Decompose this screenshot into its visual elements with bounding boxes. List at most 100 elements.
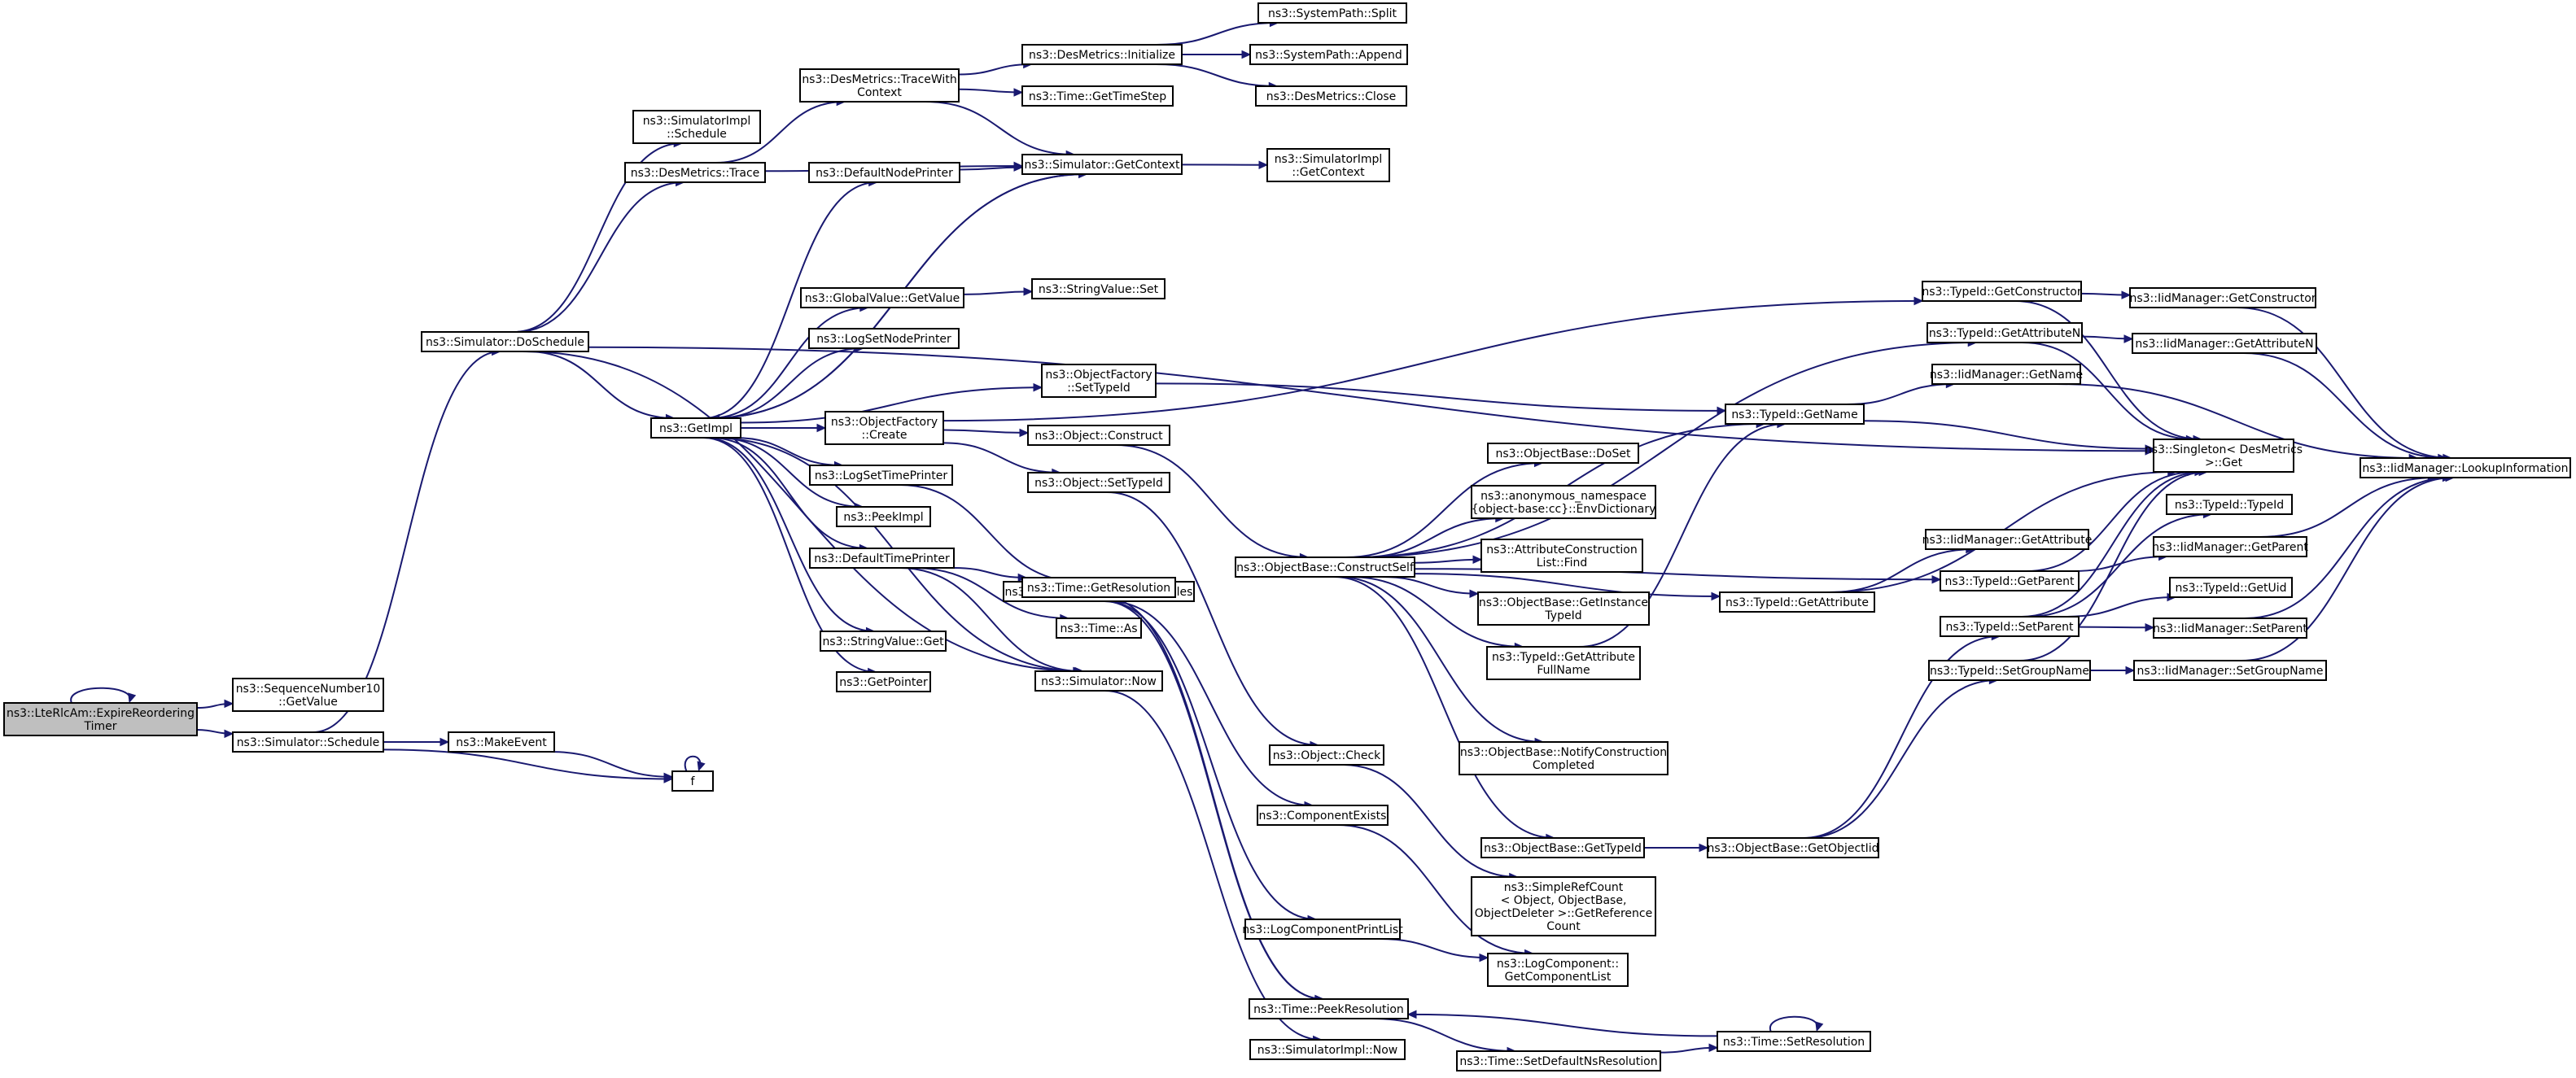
function-node[interactable]: ns3::ObjectBase::DoSet bbox=[1487, 443, 1639, 464]
function-node[interactable]: ns3::ObjectBase::NotifyConstructionCompl… bbox=[1459, 741, 1668, 775]
call-edge-line bbox=[1769, 1015, 1818, 1032]
function-node[interactable]: ns3::MakeEvent bbox=[448, 731, 555, 753]
function-node-label: ns3::TypeId::GetUid bbox=[2175, 582, 2286, 595]
function-node[interactable]: ns3::ObjectFactory::SetTypeId bbox=[1041, 364, 1157, 398]
function-node[interactable]: ns3::IidManager::GetParent bbox=[2152, 536, 2308, 557]
function-node[interactable]: ns3::Object::Check bbox=[1269, 744, 1384, 766]
function-node[interactable]: ns3::anonymous_namespace{object-base:cc}… bbox=[1471, 485, 1656, 519]
function-node[interactable]: ns3::TypeId::GetParent bbox=[1940, 570, 2080, 591]
call-edge bbox=[716, 343, 865, 419]
call-edge-line bbox=[2027, 513, 2212, 618]
call-edge-line bbox=[2259, 477, 2437, 538]
function-node-label: ns3::StringValue::Set bbox=[1039, 283, 1159, 296]
function-node[interactable]: ns3::IidManager::SetGroupName bbox=[2133, 660, 2327, 681]
call-edge-line bbox=[942, 299, 1923, 422]
function-node[interactable]: ns3::LogComponent::GetComponentList bbox=[1487, 953, 1629, 987]
function-node[interactable]: ns3::ObjectFactory::Create bbox=[824, 411, 944, 445]
function-node[interactable]: ns3::IidManager::GetConstructor bbox=[2129, 287, 2316, 308]
function-node[interactable]: ns3::IidManager::GetAttribute bbox=[1922, 529, 2093, 550]
function-node[interactable]: ns3::LogComponentPrintList bbox=[1242, 919, 1403, 940]
function-node[interactable]: ns3::Simulator::Now bbox=[1034, 670, 1163, 692]
function-node[interactable]: ns3::StringValue::Set bbox=[1031, 278, 1166, 299]
function-node[interactable]: ns3::ComponentExists bbox=[1257, 805, 1389, 826]
function-node[interactable]: ns3::Time::PeekResolution bbox=[1249, 998, 1409, 1019]
function-node-label: ns3::SystemPath::Split bbox=[1268, 7, 1397, 20]
function-node-box bbox=[2153, 439, 2294, 473]
call-edge bbox=[958, 88, 1024, 97]
function-node-box bbox=[624, 162, 766, 183]
function-node[interactable]: ns3::Time::SetDefaultNsResolution bbox=[1456, 1050, 1661, 1071]
function-node[interactable]: ns3::TypeId::TypeId bbox=[2166, 494, 2293, 515]
function-node-box bbox=[1249, 1039, 1406, 1060]
function-node[interactable]: ns3::Time::SetResolution bbox=[1717, 1031, 1871, 1052]
function-node[interactable]: ns3::Time::GetTimeStep bbox=[1021, 85, 1174, 107]
call-edge-line bbox=[1155, 382, 1726, 412]
function-node[interactable]: ns3::DesMetrics::Initialize bbox=[1021, 44, 1183, 65]
function-node[interactable]: ns3::TypeId::GetName bbox=[1725, 404, 1865, 425]
function-node-label: ns3::GetPointer bbox=[839, 676, 928, 689]
function-node-label: ns3::LogSetNodePrinter bbox=[816, 333, 951, 346]
function-node[interactable]: ns3::LogSetNodePrinter bbox=[808, 328, 960, 349]
function-node[interactable]: ns3::TypeId::GetAttribute bbox=[1719, 591, 1875, 613]
call-edge-line bbox=[710, 437, 868, 549]
function-node[interactable]: ns3::IidManager::SetParent bbox=[2153, 618, 2307, 639]
function-node-label: ns3::TypeId::GetAttribute bbox=[1725, 596, 1869, 609]
function-node[interactable]: ns3::Time::GetResolution bbox=[1021, 577, 1176, 598]
function-node[interactable]: ns3::TypeId::GetAttributeN bbox=[1927, 322, 2083, 343]
function-node[interactable]: ns3::SystemPath::Append bbox=[1249, 44, 1408, 65]
function-node[interactable]: ns3::TypeId::SetParent bbox=[1940, 616, 2080, 637]
function-node-label: ns3::Simulator::DoSchedule bbox=[426, 336, 584, 349]
function-node[interactable]: ns3::ObjectBase::ConstructSelf bbox=[1235, 556, 1415, 578]
function-node[interactable]: ns3::SimpleRefCount< Object, ObjectBase,… bbox=[1471, 876, 1656, 936]
function-node[interactable]: ns3::GetImpl bbox=[650, 417, 741, 439]
function-node-box bbox=[448, 731, 555, 753]
call-edge-line bbox=[527, 351, 675, 419]
function-node-label: ns3::ObjectBase::GetInstance bbox=[1479, 596, 1648, 609]
call-edge-line bbox=[953, 566, 1027, 578]
function-node[interactable]: ns3::StringValue::Get bbox=[820, 631, 947, 652]
function-node[interactable]: ns3::TypeId::GetConstructor bbox=[1922, 281, 2082, 302]
function-node[interactable]: ns3::ObjectBase::GetTypeId bbox=[1480, 837, 1645, 858]
function-node[interactable]: ns3::IidManager::LookupInformation bbox=[2360, 457, 2571, 478]
function-node[interactable]: ns3::SystemPath::Split bbox=[1257, 2, 1407, 24]
function-node[interactable]: ns3::Simulator::Schedule bbox=[232, 731, 384, 753]
function-node[interactable]: ns3::ObjectBase::GetObjectIid bbox=[1707, 837, 1879, 858]
function-node[interactable]: ns3::DefaultNodePrinter bbox=[808, 162, 960, 183]
function-node-label: ns3::DefaultTimePrinter bbox=[814, 552, 950, 565]
function-node[interactable]: ns3::LogSetTimePrinter bbox=[809, 465, 953, 486]
function-node[interactable]: f bbox=[671, 770, 714, 792]
function-node[interactable]: ns3::Object::SetTypeId bbox=[1027, 472, 1170, 493]
function-node[interactable]: ns3::IidManager::GetName bbox=[1930, 364, 2083, 385]
function-node[interactable]: ns3::SequenceNumber10::GetValue bbox=[232, 678, 384, 712]
function-node-label: ns3::TypeId::GetAttribute bbox=[1492, 651, 1635, 664]
function-node[interactable]: ns3::TypeId::SetGroupName bbox=[1928, 660, 2091, 681]
function-node[interactable]: ns3::SimulatorImpl::Now bbox=[1249, 1039, 1406, 1060]
function-node[interactable]: ns3::DefaultTimePrinter bbox=[809, 548, 955, 569]
function-node[interactable]: ns3::Object::Construct bbox=[1027, 425, 1170, 446]
function-node[interactable]: ns3::IidManager::GetAttributeN bbox=[2132, 333, 2317, 354]
function-node-box bbox=[1021, 154, 1183, 175]
function-node[interactable]: ns3::DesMetrics::Trace bbox=[624, 162, 766, 183]
call-edge-line bbox=[588, 346, 2154, 452]
function-node[interactable]: ns3::TypeId::GetUid bbox=[2169, 577, 2293, 598]
function-node[interactable]: ns3::Singleton< DesMetrics>::Get bbox=[2145, 439, 2303, 473]
function-node[interactable]: ns3::Time::As bbox=[1056, 618, 1142, 639]
function-node[interactable]: ns3::DesMetrics::Close bbox=[1255, 85, 1407, 107]
function-node-box bbox=[2129, 287, 2316, 308]
call-edge-arrowhead bbox=[1023, 287, 1034, 296]
function-node-label: TypeId bbox=[1544, 609, 1581, 622]
function-node[interactable]: ns3::SimulatorImpl::Schedule bbox=[632, 110, 761, 144]
function-node[interactable]: ns3::GetPointer bbox=[836, 671, 931, 692]
function-node[interactable]: ns3::GlobalValue::GetValue bbox=[800, 287, 964, 308]
function-node-box bbox=[1266, 148, 1390, 182]
function-node[interactable]: ns3::Simulator::DoSchedule bbox=[421, 331, 589, 352]
call-edge-arrowhead bbox=[2121, 290, 2132, 299]
function-node[interactable]: ns3::SimulatorImpl::GetContext bbox=[1266, 148, 1390, 182]
function-node[interactable]: ns3::Simulator::GetContext bbox=[1021, 154, 1183, 175]
function-node[interactable]: ns3::PeekImpl bbox=[836, 506, 931, 527]
